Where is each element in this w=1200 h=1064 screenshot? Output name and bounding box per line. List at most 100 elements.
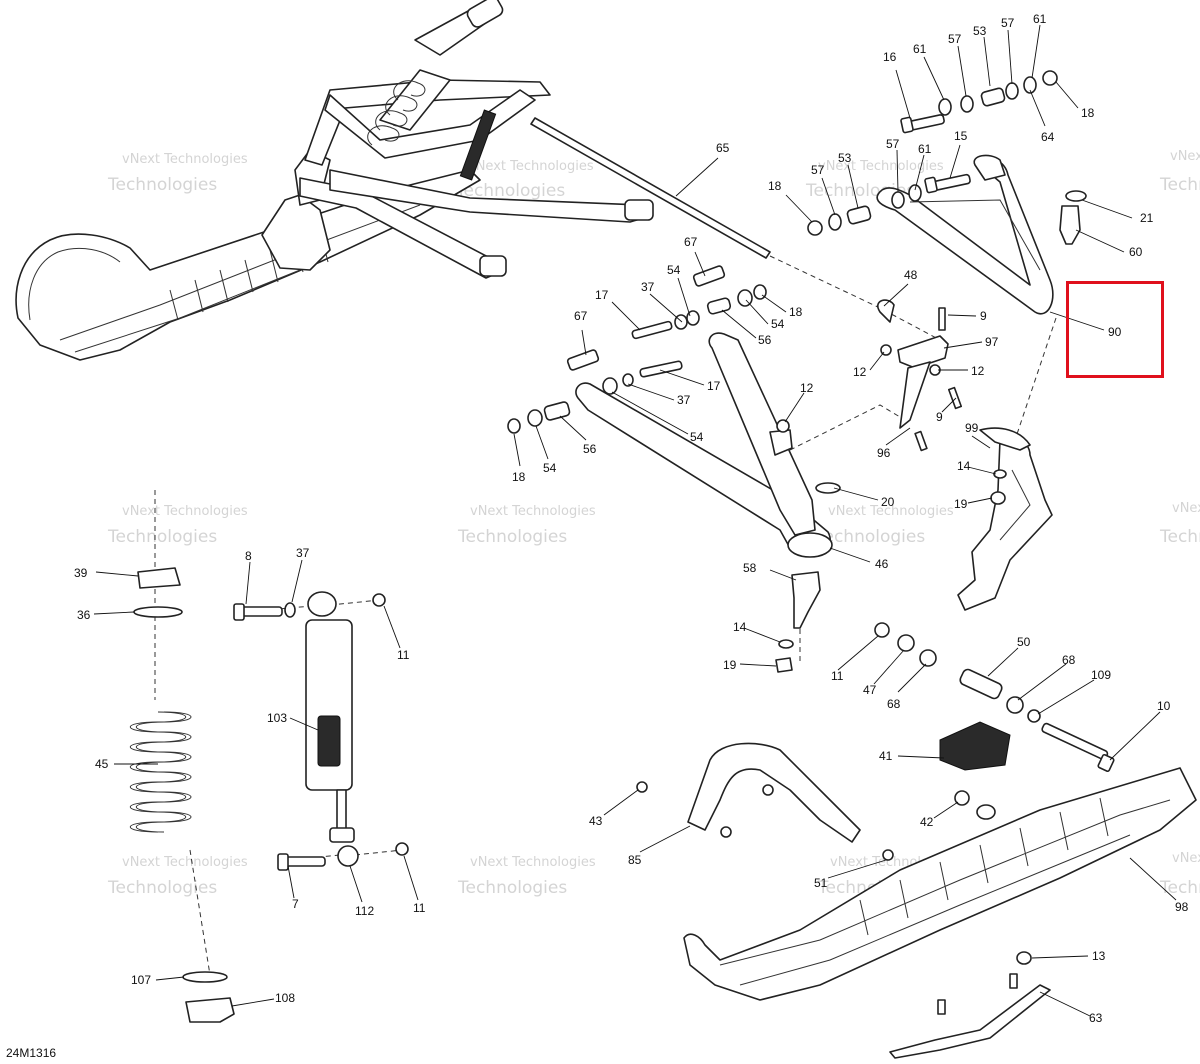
callout-57: 57 bbox=[811, 163, 825, 177]
callout-56: 56 bbox=[583, 442, 597, 456]
assembly-lines bbox=[154, 255, 1057, 976]
callout-54: 54 bbox=[543, 461, 557, 475]
callout-15: 15 bbox=[954, 129, 968, 143]
callout-39: 39 bbox=[74, 566, 88, 580]
callout-labels: 16 61 57 53 57 61 18 64 15 57 61 53 57 6… bbox=[74, 12, 1189, 1025]
callout-37: 37 bbox=[296, 546, 310, 560]
callout-54: 54 bbox=[690, 430, 704, 444]
svg-text:Technologies: Technologies bbox=[455, 181, 565, 201]
callout-108: 108 bbox=[275, 991, 295, 1005]
svg-text:Technologies: Technologies bbox=[107, 878, 217, 898]
svg-text:vNext: vNext bbox=[1172, 851, 1200, 866]
watermark: vNext Technologies Technologies bbox=[815, 504, 954, 547]
callout-8: 8 bbox=[245, 549, 252, 563]
callout-9: 9 bbox=[936, 410, 943, 424]
callout-61: 61 bbox=[1033, 12, 1047, 26]
assembled-suspension-illustration bbox=[15, 0, 771, 361]
callout-41: 41 bbox=[879, 749, 893, 763]
callout-67: 67 bbox=[684, 235, 698, 249]
callout-20: 20 bbox=[881, 495, 895, 509]
svg-text:Technologies: Technologies bbox=[107, 527, 217, 547]
callout-14: 14 bbox=[733, 620, 747, 634]
callout-57: 57 bbox=[948, 32, 962, 46]
svg-text:vNext Technologies: vNext Technologies bbox=[470, 504, 596, 519]
svg-text:vNext Technologies: vNext Technologies bbox=[122, 504, 248, 519]
callout-96: 96 bbox=[877, 446, 891, 460]
watermark: vNext Technologies Technologies bbox=[457, 504, 596, 547]
callout-9: 9 bbox=[980, 309, 987, 323]
callout-46: 46 bbox=[875, 557, 889, 571]
callout-16: 16 bbox=[883, 50, 897, 64]
callout-43: 43 bbox=[589, 814, 603, 828]
callout-65: 65 bbox=[716, 141, 730, 155]
svg-text:Technologies: Technologies bbox=[457, 527, 567, 547]
svg-text:Technologies: Technologies bbox=[815, 527, 925, 547]
part-90-highlight-box bbox=[1066, 281, 1164, 378]
svg-text:vNext Technologies: vNext Technologies bbox=[470, 855, 596, 870]
callout-19: 19 bbox=[954, 497, 968, 511]
callout-12: 12 bbox=[800, 381, 814, 395]
callout-98: 98 bbox=[1175, 900, 1189, 914]
callout-12: 12 bbox=[853, 365, 867, 379]
callout-50: 50 bbox=[1017, 635, 1031, 649]
callout-12: 12 bbox=[971, 364, 985, 378]
callout-18: 18 bbox=[768, 179, 782, 193]
callout-11: 11 bbox=[413, 901, 426, 915]
callout-103: 103 bbox=[267, 711, 287, 725]
svg-text:vNext Technologies: vNext Technologies bbox=[122, 855, 248, 870]
watermark: vNext Technologies bbox=[1159, 149, 1200, 195]
watermark: vNext Technologies bbox=[1159, 501, 1200, 547]
callout-37: 37 bbox=[641, 280, 655, 294]
callout-85: 85 bbox=[628, 853, 642, 867]
callout-10: 10 bbox=[1157, 699, 1171, 713]
callout-54: 54 bbox=[667, 263, 681, 277]
watermark: vNext Technologies Technologies bbox=[107, 504, 248, 547]
callout-112: 112 bbox=[355, 904, 374, 918]
watermark: vNext Technologies Technologies bbox=[107, 152, 248, 195]
callout-109: 109 bbox=[1091, 668, 1111, 682]
shock-absorber-assembly bbox=[129, 567, 409, 1023]
callout-47: 47 bbox=[863, 683, 877, 697]
svg-text:vNext: vNext bbox=[1170, 149, 1200, 164]
watermark: vNext Technologies bbox=[1159, 851, 1200, 898]
svg-text:vNext Technologies: vNext Technologies bbox=[818, 159, 944, 174]
callout-97: 97 bbox=[985, 335, 999, 349]
watermark: vNext Technologies Technologies bbox=[457, 855, 596, 898]
callout-51: 51 bbox=[814, 876, 828, 890]
watermark: vNext Technologies Technologies bbox=[455, 159, 594, 201]
callout-18: 18 bbox=[1081, 106, 1095, 120]
watermarks: vNext Technologies Technologies vNext Te… bbox=[107, 149, 1200, 898]
svg-text:Technologies: Technologies bbox=[107, 175, 217, 195]
svg-text:Technologies: Technologies bbox=[1159, 878, 1200, 898]
spindle bbox=[957, 427, 1053, 611]
callout-67: 67 bbox=[574, 309, 588, 323]
callout-90: 90 bbox=[1108, 325, 1122, 339]
callout-11: 11 bbox=[397, 648, 410, 662]
callout-13: 13 bbox=[1092, 949, 1106, 963]
callout-54: 54 bbox=[771, 317, 785, 331]
callout-53: 53 bbox=[838, 151, 852, 165]
callout-19: 19 bbox=[723, 658, 737, 672]
svg-text:Technologies: Technologies bbox=[457, 878, 567, 898]
callout-58: 58 bbox=[743, 561, 757, 575]
svg-text:Technologies: Technologies bbox=[1159, 175, 1200, 195]
callout-11: 11 bbox=[831, 669, 844, 683]
callout-17: 17 bbox=[707, 379, 721, 393]
svg-text:Technologies: Technologies bbox=[1159, 527, 1200, 547]
callout-99: 99 bbox=[965, 421, 979, 435]
svg-text:vNext Technologies: vNext Technologies bbox=[122, 152, 248, 167]
callout-18: 18 bbox=[789, 305, 803, 319]
callout-56: 56 bbox=[758, 333, 772, 347]
callout-21: 21 bbox=[1140, 211, 1154, 225]
svg-text:vNext: vNext bbox=[1172, 501, 1200, 516]
callout-68: 68 bbox=[887, 697, 901, 711]
callout-68: 68 bbox=[1062, 653, 1076, 667]
callout-48: 48 bbox=[904, 268, 918, 282]
lower-a-arm-assembly bbox=[507, 265, 841, 673]
diagram-reference-code: 24M1316 bbox=[6, 1046, 57, 1060]
callout-64: 64 bbox=[1041, 130, 1055, 144]
steering-arm-assembly bbox=[776, 299, 963, 452]
callout-60: 60 bbox=[1129, 245, 1143, 259]
callout-63: 63 bbox=[1089, 1011, 1103, 1025]
callout-107: 107 bbox=[131, 973, 151, 987]
